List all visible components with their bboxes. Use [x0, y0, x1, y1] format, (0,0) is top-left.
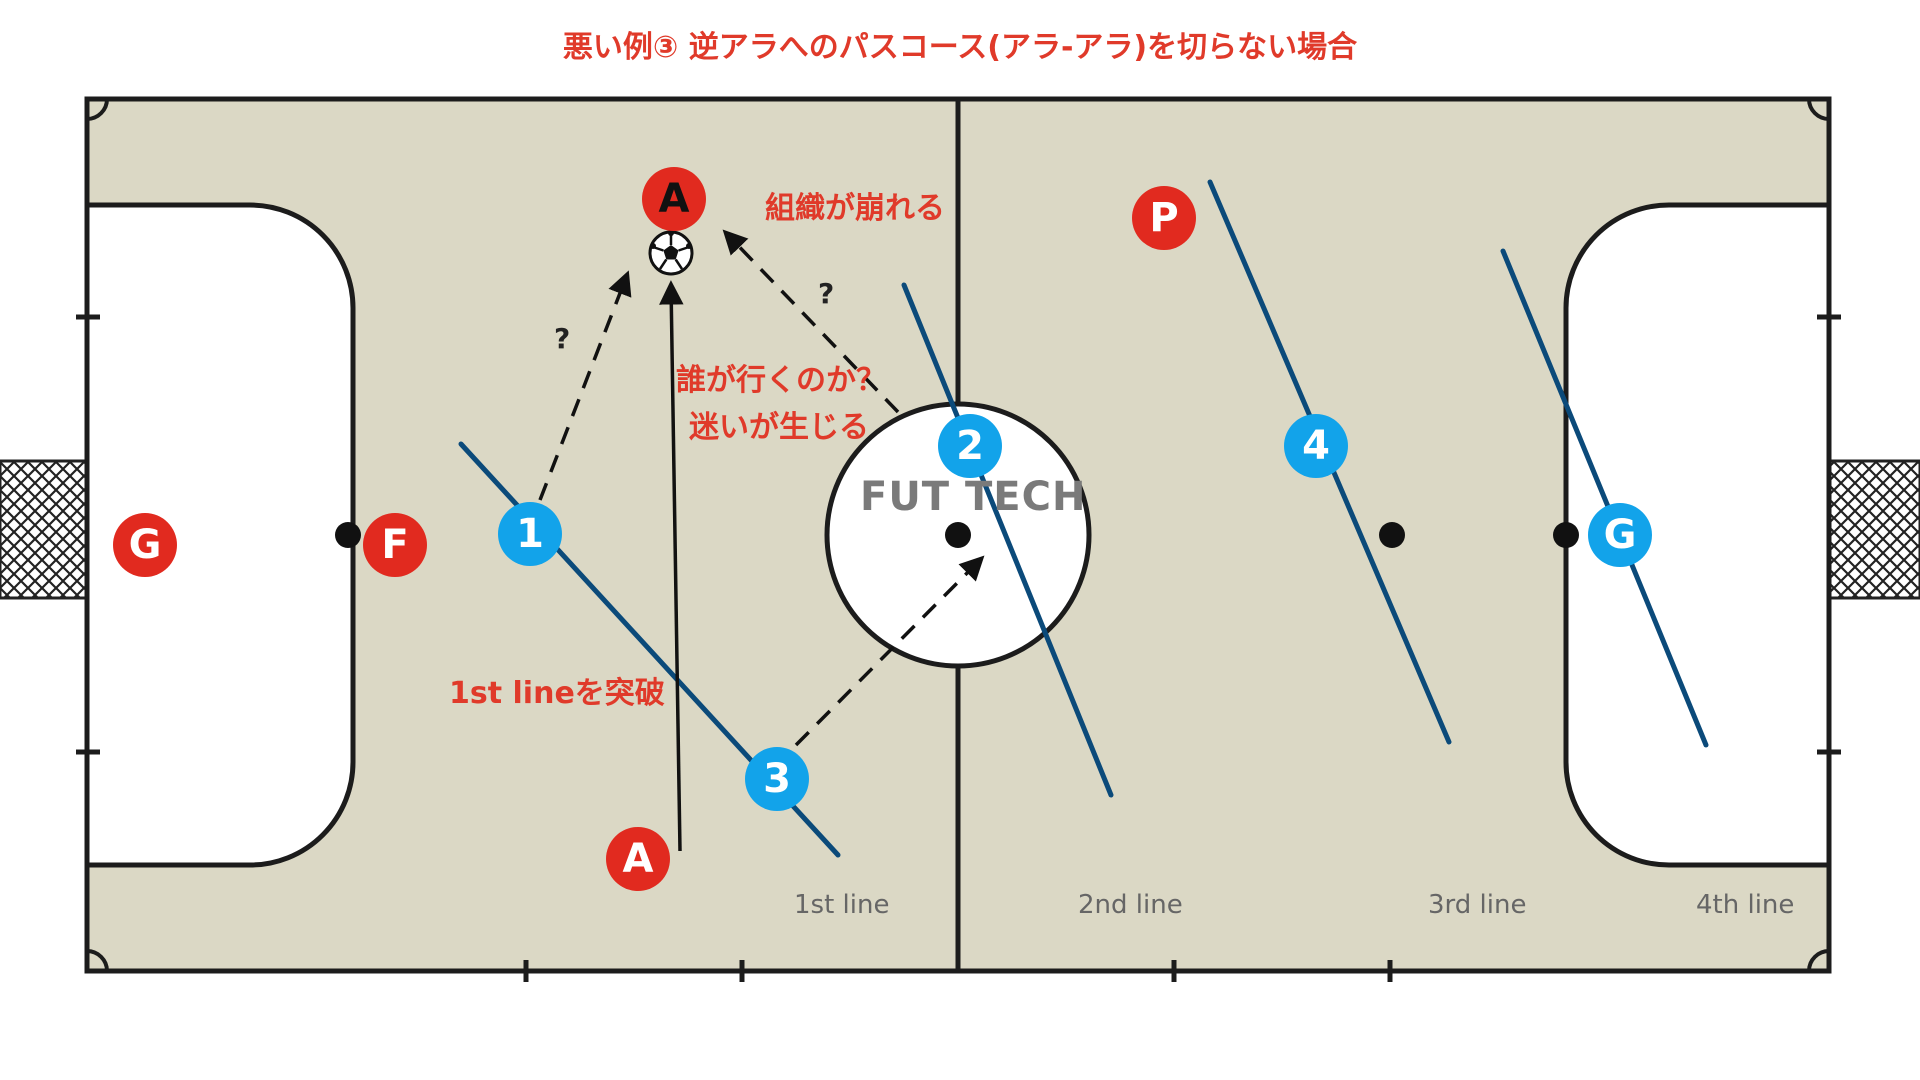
red-ala-top: A — [642, 167, 706, 231]
line-label-4th: 4th line — [1696, 890, 1795, 920]
blue-player-2: 2 — [938, 414, 1002, 478]
line-label-2nd: 2nd line — [1078, 890, 1183, 920]
fourth-line — [1500, 248, 1709, 748]
note-who-goes: 誰が行くのか？ — [676, 363, 886, 398]
ball — [648, 230, 694, 276]
right-penalty-spot — [1553, 522, 1579, 548]
red-pivo: P — [1132, 186, 1196, 250]
dashed-arrow-player3 — [794, 555, 985, 747]
line-label-1st: 1st line — [794, 890, 890, 920]
blue-player-4: 4 — [1284, 414, 1348, 478]
boundary-ticks — [76, 314, 1841, 982]
line-label-3rd: 3rd line — [1428, 890, 1527, 920]
center-spot — [945, 522, 971, 548]
note-collapse: 組織が崩れる — [765, 191, 945, 226]
left-penalty-spot — [335, 522, 361, 548]
question-mark-right: ? — [818, 277, 835, 310]
pass-arrows — [538, 229, 985, 852]
diagram-title: 悪い例③ 逆アラへのパスコース(アラ-アラ)を切らない場合 — [562, 30, 1358, 65]
dashed-arrow-player1 — [538, 270, 632, 501]
red-fixo: F — [363, 513, 427, 577]
dashed-arrow-player2 — [722, 229, 900, 414]
note-confusion: 迷いが生じる — [689, 410, 869, 445]
watermark-logo: FUT TECH — [860, 474, 1087, 520]
right-goal-net — [1828, 459, 1920, 600]
question-mark-left: ? — [554, 322, 571, 355]
left-penalty-area — [84, 202, 356, 868]
left-goal-net — [0, 459, 89, 600]
blue-goalkeeper: G — [1588, 503, 1652, 567]
red-ala-bottom: A — [606, 827, 670, 891]
right-penalty-area — [1563, 202, 1832, 868]
red-goalkeeper: G — [113, 513, 177, 577]
second-line — [901, 282, 1114, 798]
note-break-line: 1st lineを突破 — [449, 676, 665, 711]
blue-player-3: 3 — [745, 747, 809, 811]
right-second-penalty-spot — [1379, 522, 1405, 548]
blue-player-1: 1 — [498, 502, 562, 566]
run-arrow — [659, 280, 684, 852]
